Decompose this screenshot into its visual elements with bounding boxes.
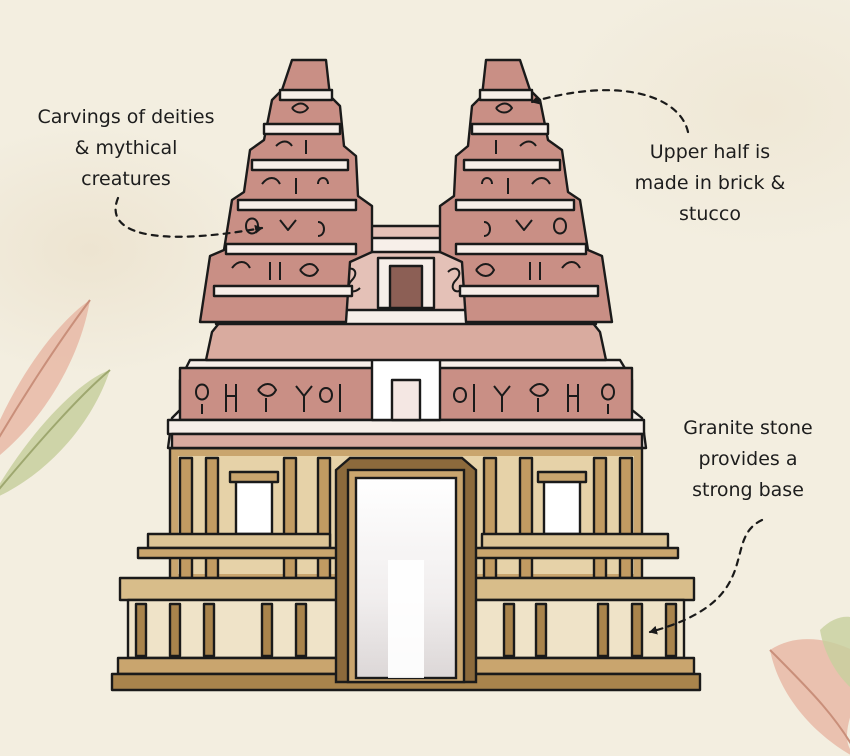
annotation-granite-line-2: provides a	[698, 448, 798, 470]
annotation-arrows	[114, 89, 764, 635]
annotation-upper-half-line-1: Upper half is	[649, 141, 771, 163]
annotation-carvings-line-3: creatures	[81, 168, 171, 190]
annotation-upper-half-line-3: stucco	[679, 203, 741, 225]
arrow-to-carvings	[114, 196, 264, 238]
annotation-granite-line-1: Granite stone	[683, 417, 813, 439]
annotation-granite-line-3: strong base	[692, 479, 804, 501]
arrow-to-upper-half	[530, 89, 690, 134]
annotation-upper-half: Upper half is made in brick & stucco	[606, 137, 814, 230]
annotation-carvings-line-2: & mythical	[74, 137, 178, 159]
leaf-decoration-right	[769, 616, 850, 755]
annotation-granite: Granite stone provides a strong base	[650, 413, 846, 506]
arrow-to-granite	[648, 518, 764, 635]
right-tower	[438, 58, 614, 324]
annotation-upper-half-line-2: made in brick &	[634, 172, 786, 194]
temple-doorway	[334, 456, 478, 684]
left-tower	[198, 58, 374, 324]
annotation-carvings: Carvings of deities & mythical creatures	[8, 102, 244, 195]
leaf-decoration-left	[0, 299, 111, 496]
annotation-carvings-line-1: Carvings of deities	[37, 106, 215, 128]
